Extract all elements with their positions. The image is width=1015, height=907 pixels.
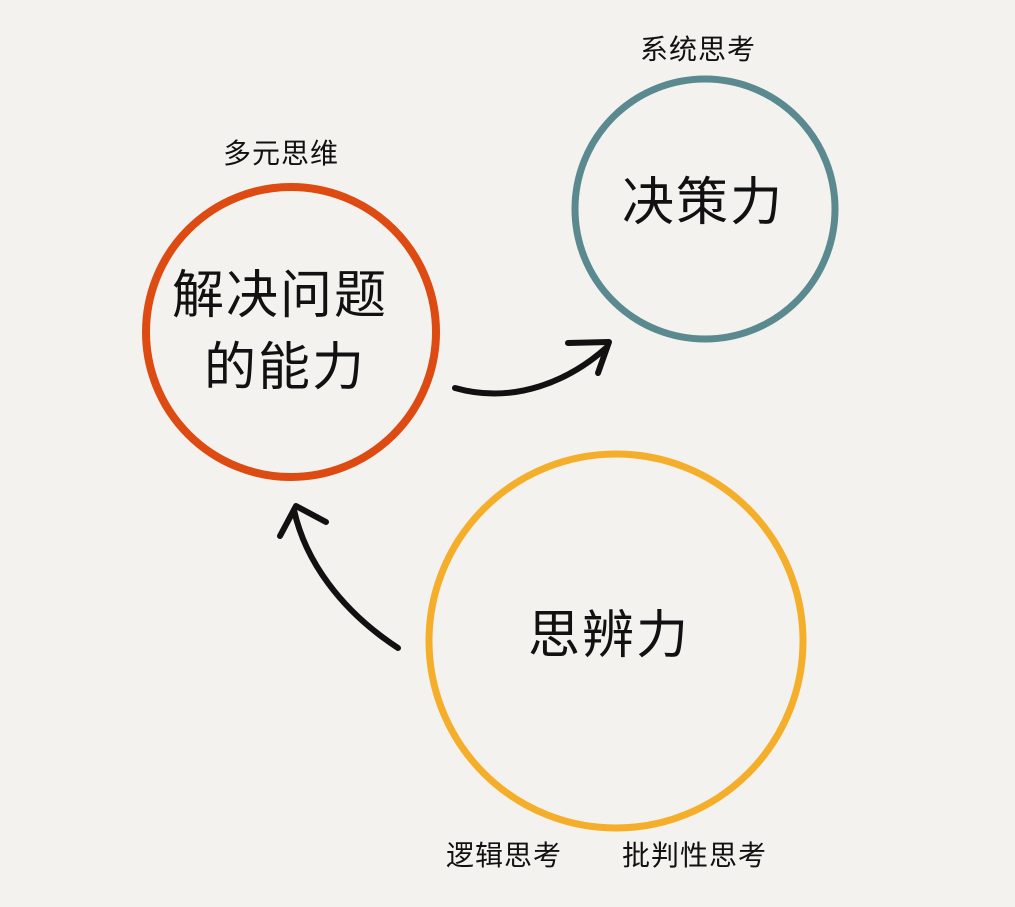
critical-thinking-title: 思辨力: [528, 606, 691, 666]
problem-solving-title-line1: 解决问题: [172, 266, 389, 326]
decision-caption: 系统思考: [640, 33, 757, 66]
critical-thinking-circle: [425, 450, 807, 832]
problem-solving-caption: 多元思维: [223, 137, 340, 170]
arrow-to-decision: [452, 339, 612, 397]
arrow-to-problem-solving: [277, 503, 401, 651]
critical-thinking-caption-left: 逻辑思考: [446, 839, 563, 872]
problem-solving-title-line2: 的能力: [204, 338, 367, 398]
critical-thinking-caption-right: 批判性思考: [622, 839, 768, 872]
decision-title: 决策力: [622, 173, 785, 233]
decision-circle: [571, 75, 839, 343]
problem-solving-circle: [142, 183, 440, 481]
